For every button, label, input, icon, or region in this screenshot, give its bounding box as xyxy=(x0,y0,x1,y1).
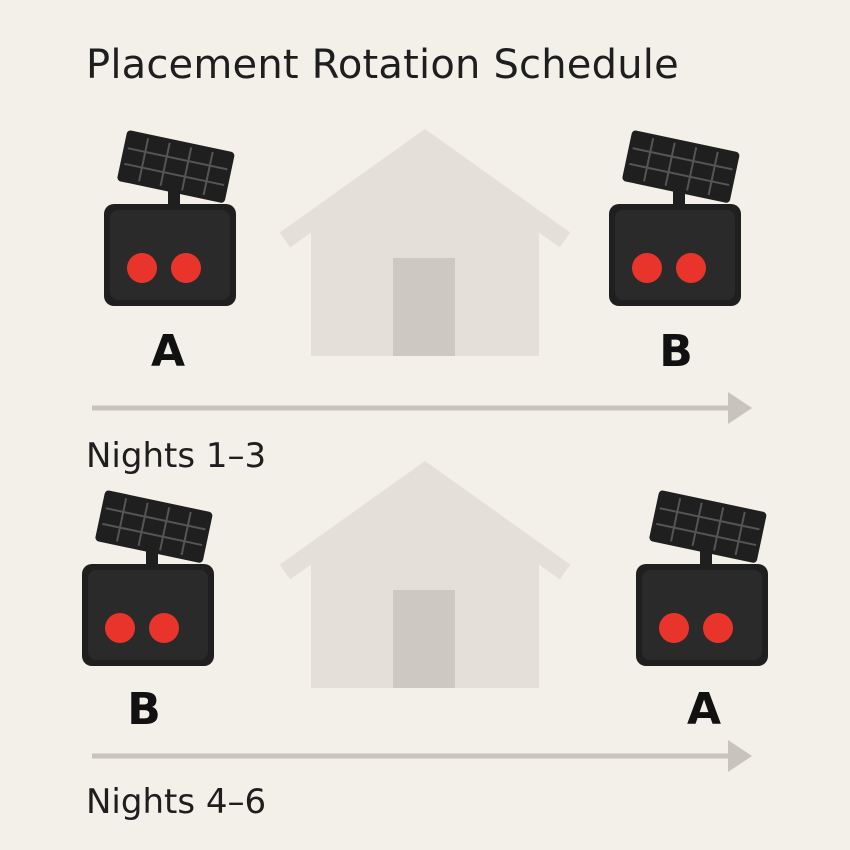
solar-camera-icon xyxy=(608,128,742,307)
period-label: Nights 4–6 xyxy=(86,782,267,822)
device-label-left: A xyxy=(150,326,186,377)
period-label: Nights 1–3 xyxy=(86,436,267,476)
house-icon xyxy=(285,472,565,688)
device-label-right: A xyxy=(686,684,722,735)
device-label-left: B xyxy=(127,684,161,735)
solar-camera-icon xyxy=(635,488,769,667)
arrow-right-icon xyxy=(92,740,752,772)
solar-camera-icon xyxy=(81,488,215,667)
device-label-right: B xyxy=(659,326,693,377)
diagram-title: Placement Rotation Schedule xyxy=(86,42,679,88)
house-icon xyxy=(285,140,565,356)
solar-camera-icon xyxy=(103,128,237,307)
arrow-right-icon xyxy=(92,392,752,424)
